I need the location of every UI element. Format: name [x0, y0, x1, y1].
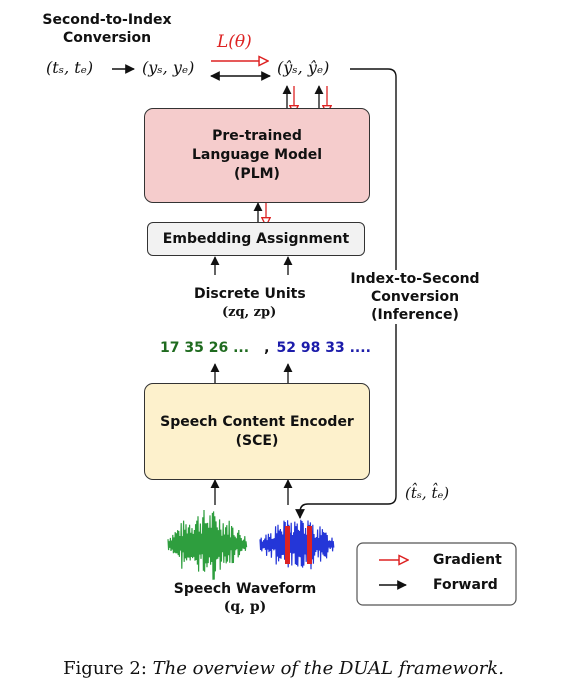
waveform-label-line1: Speech Waveform [173, 581, 317, 597]
i2s-line1: Index-to-Second [350, 271, 480, 287]
input-times: (tₛ, tₑ) [46, 58, 94, 77]
embedding-assignment-box: Embedding Assignment [147, 222, 365, 256]
i2s-line3: (Inference) [371, 307, 459, 323]
plm-line1: Pre-trained [212, 128, 302, 144]
i2s-line2: Conversion [370, 289, 460, 305]
legend-gradient-label: Gradient [433, 552, 502, 568]
i2s-label: Index-to-Second Conversion (Inference) [340, 270, 490, 324]
embedding-label: Embedding Assignment [162, 230, 350, 247]
pred-index-pair: (ŷₛ, ŷₑ) [277, 58, 330, 77]
waveform-blue [259, 519, 335, 570]
plm-line3: (PLM) [234, 166, 280, 182]
discrete-units-values: 17 35 26 ... , 52 98 33 .... [160, 337, 371, 356]
sce-line1: Speech Content Encoder [160, 413, 354, 430]
discrete-units-vars: (zq, zp) [222, 305, 277, 320]
plm-box: Pre-trained Language Model (PLM) [144, 108, 370, 203]
sce-line2: (SCE) [235, 432, 279, 449]
caption-prefix: Figure 2: [63, 658, 153, 679]
waveform-label: Speech Waveform (q, p) [160, 580, 330, 616]
index-to-second-path [295, 68, 397, 519]
legend-box [356, 542, 517, 606]
legend-forward-label: Forward [433, 577, 498, 593]
units-context: 52 98 33 .... [276, 340, 371, 356]
units-question: 17 35 26 ... [160, 340, 250, 356]
s2i-title-line1: Second-to-Index [42, 12, 172, 28]
waveform-label-line2: (q, p) [223, 599, 267, 615]
caption-text: The overview of the DUAL framework. [152, 658, 504, 679]
waveform-green [167, 509, 248, 580]
sce-box: Speech Content Encoder (SCE) [144, 383, 370, 480]
answer-marker-start [285, 526, 290, 564]
loss-label: L(θ) [217, 32, 252, 52]
figure-caption: Figure 2: The overview of the DUAL frame… [0, 658, 567, 679]
s2i-title-line2: Conversion [62, 30, 152, 46]
plm-line2: Language Model [191, 147, 323, 163]
pred-times: (t̂ₛ, t̂ₑ) [405, 484, 450, 502]
units-separator: , [264, 340, 270, 356]
index-pair: (yₛ, yₑ) [142, 58, 195, 77]
speech-waveform [167, 509, 335, 580]
s2i-title: Second-to-Index Conversion [32, 11, 182, 47]
discrete-units-label: Discrete Units [194, 286, 306, 302]
answer-marker-end [307, 526, 312, 564]
